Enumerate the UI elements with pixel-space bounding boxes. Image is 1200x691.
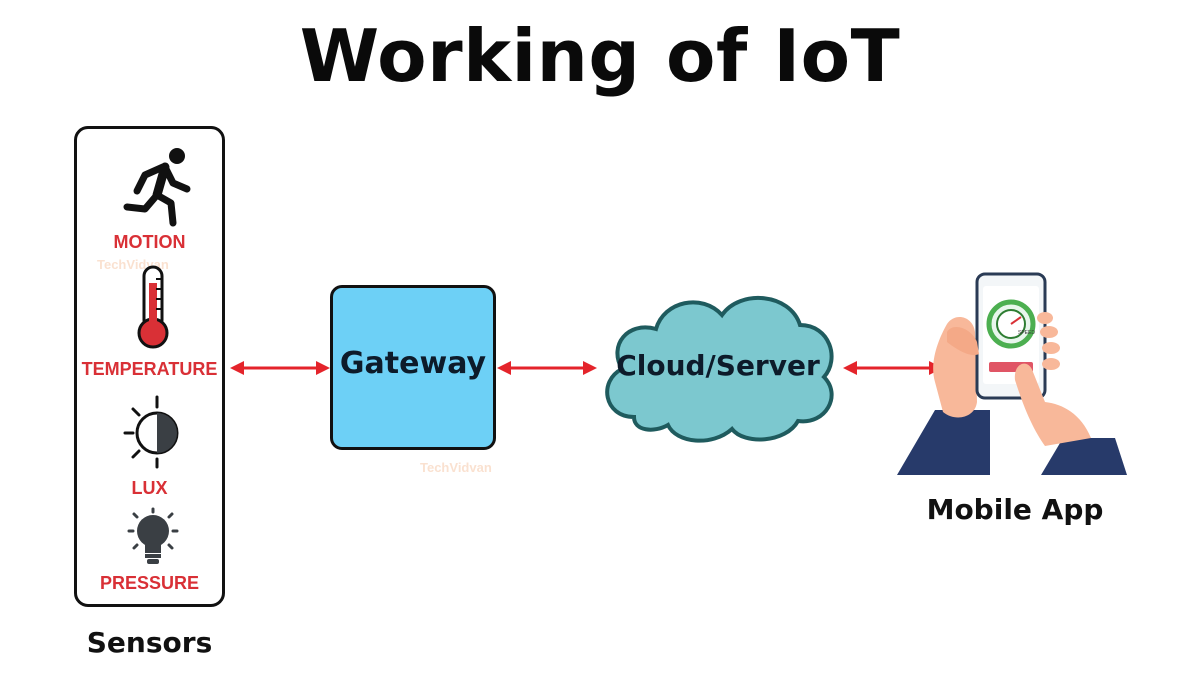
running-person-icon bbox=[123, 148, 191, 227]
light-bulb-icon bbox=[127, 507, 179, 564]
speed-text: SPEED bbox=[1018, 330, 1035, 336]
thermometer-icon bbox=[137, 265, 169, 349]
cloud-shape bbox=[605, 295, 834, 443]
bidirectional-arrow-gateway-cloud bbox=[497, 361, 597, 375]
sensors-caption: Sensors bbox=[86, 626, 213, 659]
gateway-watermark: TechVidvan bbox=[420, 460, 492, 475]
sensor-label-motion: MOTION bbox=[113, 232, 186, 252]
gateway-box: Gateway bbox=[330, 285, 496, 450]
cloud-label: Cloud/Server bbox=[616, 349, 820, 382]
mobile-app-illustration: SPEED bbox=[897, 272, 1127, 475]
brightness-icon bbox=[123, 395, 179, 469]
mobile-app-caption: Mobile App bbox=[926, 493, 1104, 526]
sensor-label-temperature: TEMPERATURE bbox=[81, 359, 218, 379]
sensor-label-lux: LUX bbox=[131, 478, 168, 498]
gateway-label: Gateway bbox=[339, 346, 487, 381]
sensors-panel: MOTION TechVidvan TEMPERATURE LUX bbox=[74, 126, 225, 607]
sensor-label-pressure: PRESSURE bbox=[99, 573, 200, 593]
diagram-title: Working of IoT bbox=[299, 14, 901, 98]
bidirectional-arrow-sensors-gateway bbox=[230, 361, 330, 375]
